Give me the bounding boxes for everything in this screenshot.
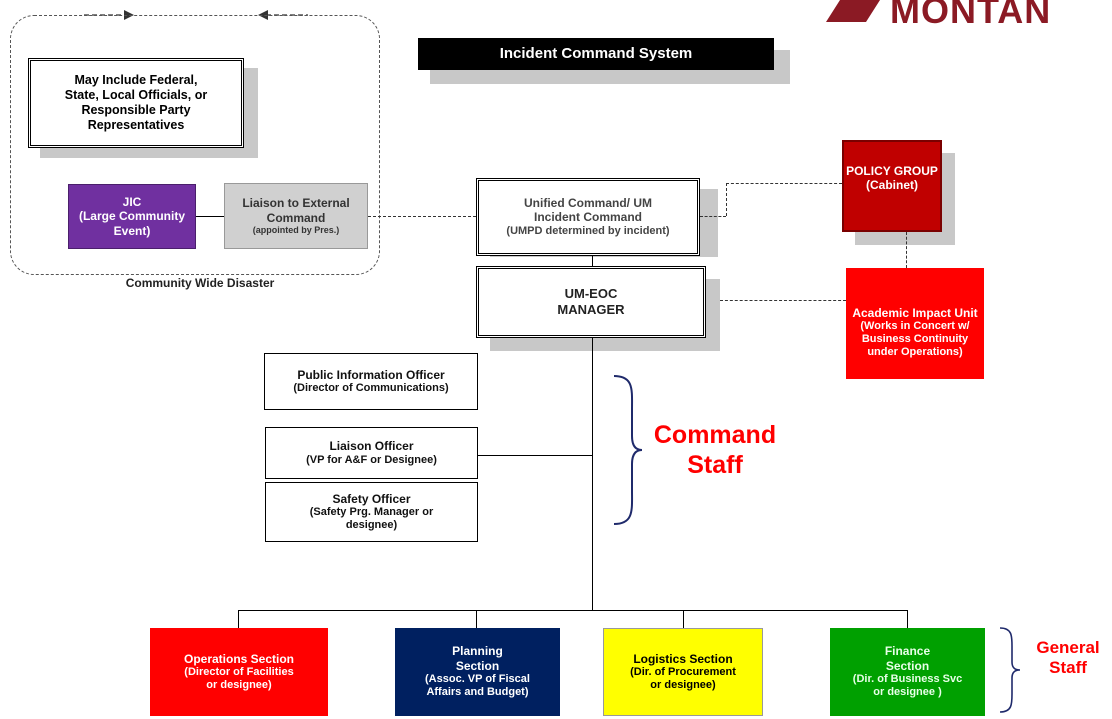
officials-line: Responsible Party (81, 103, 191, 117)
uc-policy-connector (726, 183, 842, 184)
jic-liaison-connector (196, 216, 224, 217)
eoc-manager-line: UM-EOC (564, 286, 618, 302)
pio-box: Public Information Officer (Director of … (264, 353, 478, 410)
liaison-officer-connector (478, 455, 592, 456)
jic-box: JIC (Large Community Event) (68, 184, 196, 249)
eoc-manager-box: UM-EOC MANAGER (476, 266, 706, 338)
policy-group-line: (Cabinet) (865, 178, 918, 193)
liaison-officer-box: Liaison Officer (VP for A&F or Designee) (265, 427, 478, 479)
academic-impact-line: under Operations) (867, 346, 963, 359)
academic-impact-line: Academic Impact Unit (852, 305, 978, 320)
community-region (10, 15, 380, 275)
main-trunk (592, 338, 593, 610)
uc-policy-stub (700, 216, 726, 217)
external-uc-connector (368, 216, 476, 217)
safety-officer-box: Safety Officer (Safety Prg. Manager or d… (265, 482, 478, 542)
finance-drop (907, 610, 908, 628)
officials-line: Representatives (87, 118, 185, 132)
planning-line: Section (455, 658, 500, 673)
uc-policy-vertical (726, 183, 727, 216)
planning-line: Planning (452, 644, 503, 659)
officials-box: May Include Federal, State, Local Offici… (28, 58, 244, 148)
policy-group-line: POLICY GROUP (846, 164, 938, 178)
command-staff-label-line: Command (653, 421, 777, 449)
liaison-external-box: Liaison to External Command (appointed b… (224, 183, 368, 249)
officials-line: May Include Federal, (74, 73, 198, 87)
pio-line: (Director of Communications) (293, 382, 449, 395)
general-staff-label: General Staff (1024, 638, 1112, 679)
logo-text: MONTAN (890, 0, 1052, 31)
eoc-academic-connector (720, 300, 846, 301)
command-staff-label: Command Staff (640, 420, 790, 480)
operations-drop (238, 610, 239, 628)
policy-group-box: POLICY GROUP (Cabinet) (842, 140, 942, 232)
planning-line: (Assoc. VP of Fiscal (425, 673, 530, 686)
finance-line: Finance (884, 644, 931, 659)
operations-line: or designee) (206, 679, 272, 692)
jic-line: Event) (113, 223, 151, 238)
logo-mark-icon (826, 0, 880, 22)
logistics-drop (683, 610, 684, 628)
safety-officer-line: Safety Officer (332, 491, 411, 506)
liaison-external-line: Command (266, 210, 326, 225)
finance-line: (Dir. of Business Svc (852, 673, 963, 686)
general-staff-label-line: General (1036, 638, 1100, 657)
logistics-line: (Dir. of Procurement (630, 666, 736, 678)
academic-impact-line: (Works in Concert w/ (860, 319, 970, 332)
finance-line: or designee ) (873, 686, 942, 699)
pio-line: Public Information Officer (297, 367, 445, 382)
operations-section-box: Operations Section (Director of Faciliti… (150, 628, 328, 716)
jic-line: JIC (122, 194, 142, 209)
unified-command-line: Incident Command (533, 210, 642, 225)
finance-line: Section (885, 658, 930, 673)
officials-line: State, Local Officials, or (64, 88, 208, 102)
safety-officer-line: designee) (345, 519, 398, 532)
uc-eoc-connector (592, 256, 593, 266)
academic-impact-line: Business Continuity (861, 333, 969, 346)
logistics-line: Logistics Section (633, 651, 733, 666)
logistics-section-box: Logistics Section (Dir. of Procurement o… (603, 628, 763, 716)
planning-section-box: Planning Section (Assoc. VP of Fiscal Af… (395, 628, 560, 716)
planning-drop (476, 610, 477, 628)
operations-line: Operations Section (183, 651, 295, 666)
policy-academic-connector (906, 232, 907, 268)
academic-impact-box: Academic Impact Unit (Works in Concert w… (846, 268, 984, 379)
community-caption: Community Wide Disaster (125, 276, 275, 290)
liaison-external-line: Liaison to External (242, 196, 350, 211)
unified-command-line: Unified Command/ UM (524, 196, 652, 211)
operations-line: (Director of Facilities (184, 666, 294, 678)
general-staff-brace-icon (999, 627, 1021, 713)
jic-line: (Large Community (78, 209, 185, 224)
unified-command-line: (UMPD determined by incident) (506, 224, 670, 237)
command-staff-label-line: Staff (687, 451, 743, 479)
general-staff-label-line: Staff (1049, 658, 1087, 678)
liaison-officer-line: Liaison Officer (329, 439, 414, 454)
command-staff-brace-icon (613, 375, 643, 525)
safety-officer-line: (Safety Prg. Manager or (309, 506, 434, 518)
logistics-line: or designee) (650, 679, 716, 692)
planning-line: Affairs and Budget) (426, 686, 529, 699)
eoc-manager-line: MANAGER (557, 302, 625, 317)
unified-command-box: Unified Command/ UM Incident Command (UM… (476, 178, 700, 256)
page-title: Incident Command System (418, 38, 774, 70)
finance-section-box: Finance Section (Dir. of Business Svc or… (830, 628, 985, 716)
sections-bus (238, 610, 908, 611)
liaison-external-note: (appointed by Pres.) (252, 224, 340, 235)
liaison-officer-line: (VP for A&F or Designee) (306, 453, 437, 466)
